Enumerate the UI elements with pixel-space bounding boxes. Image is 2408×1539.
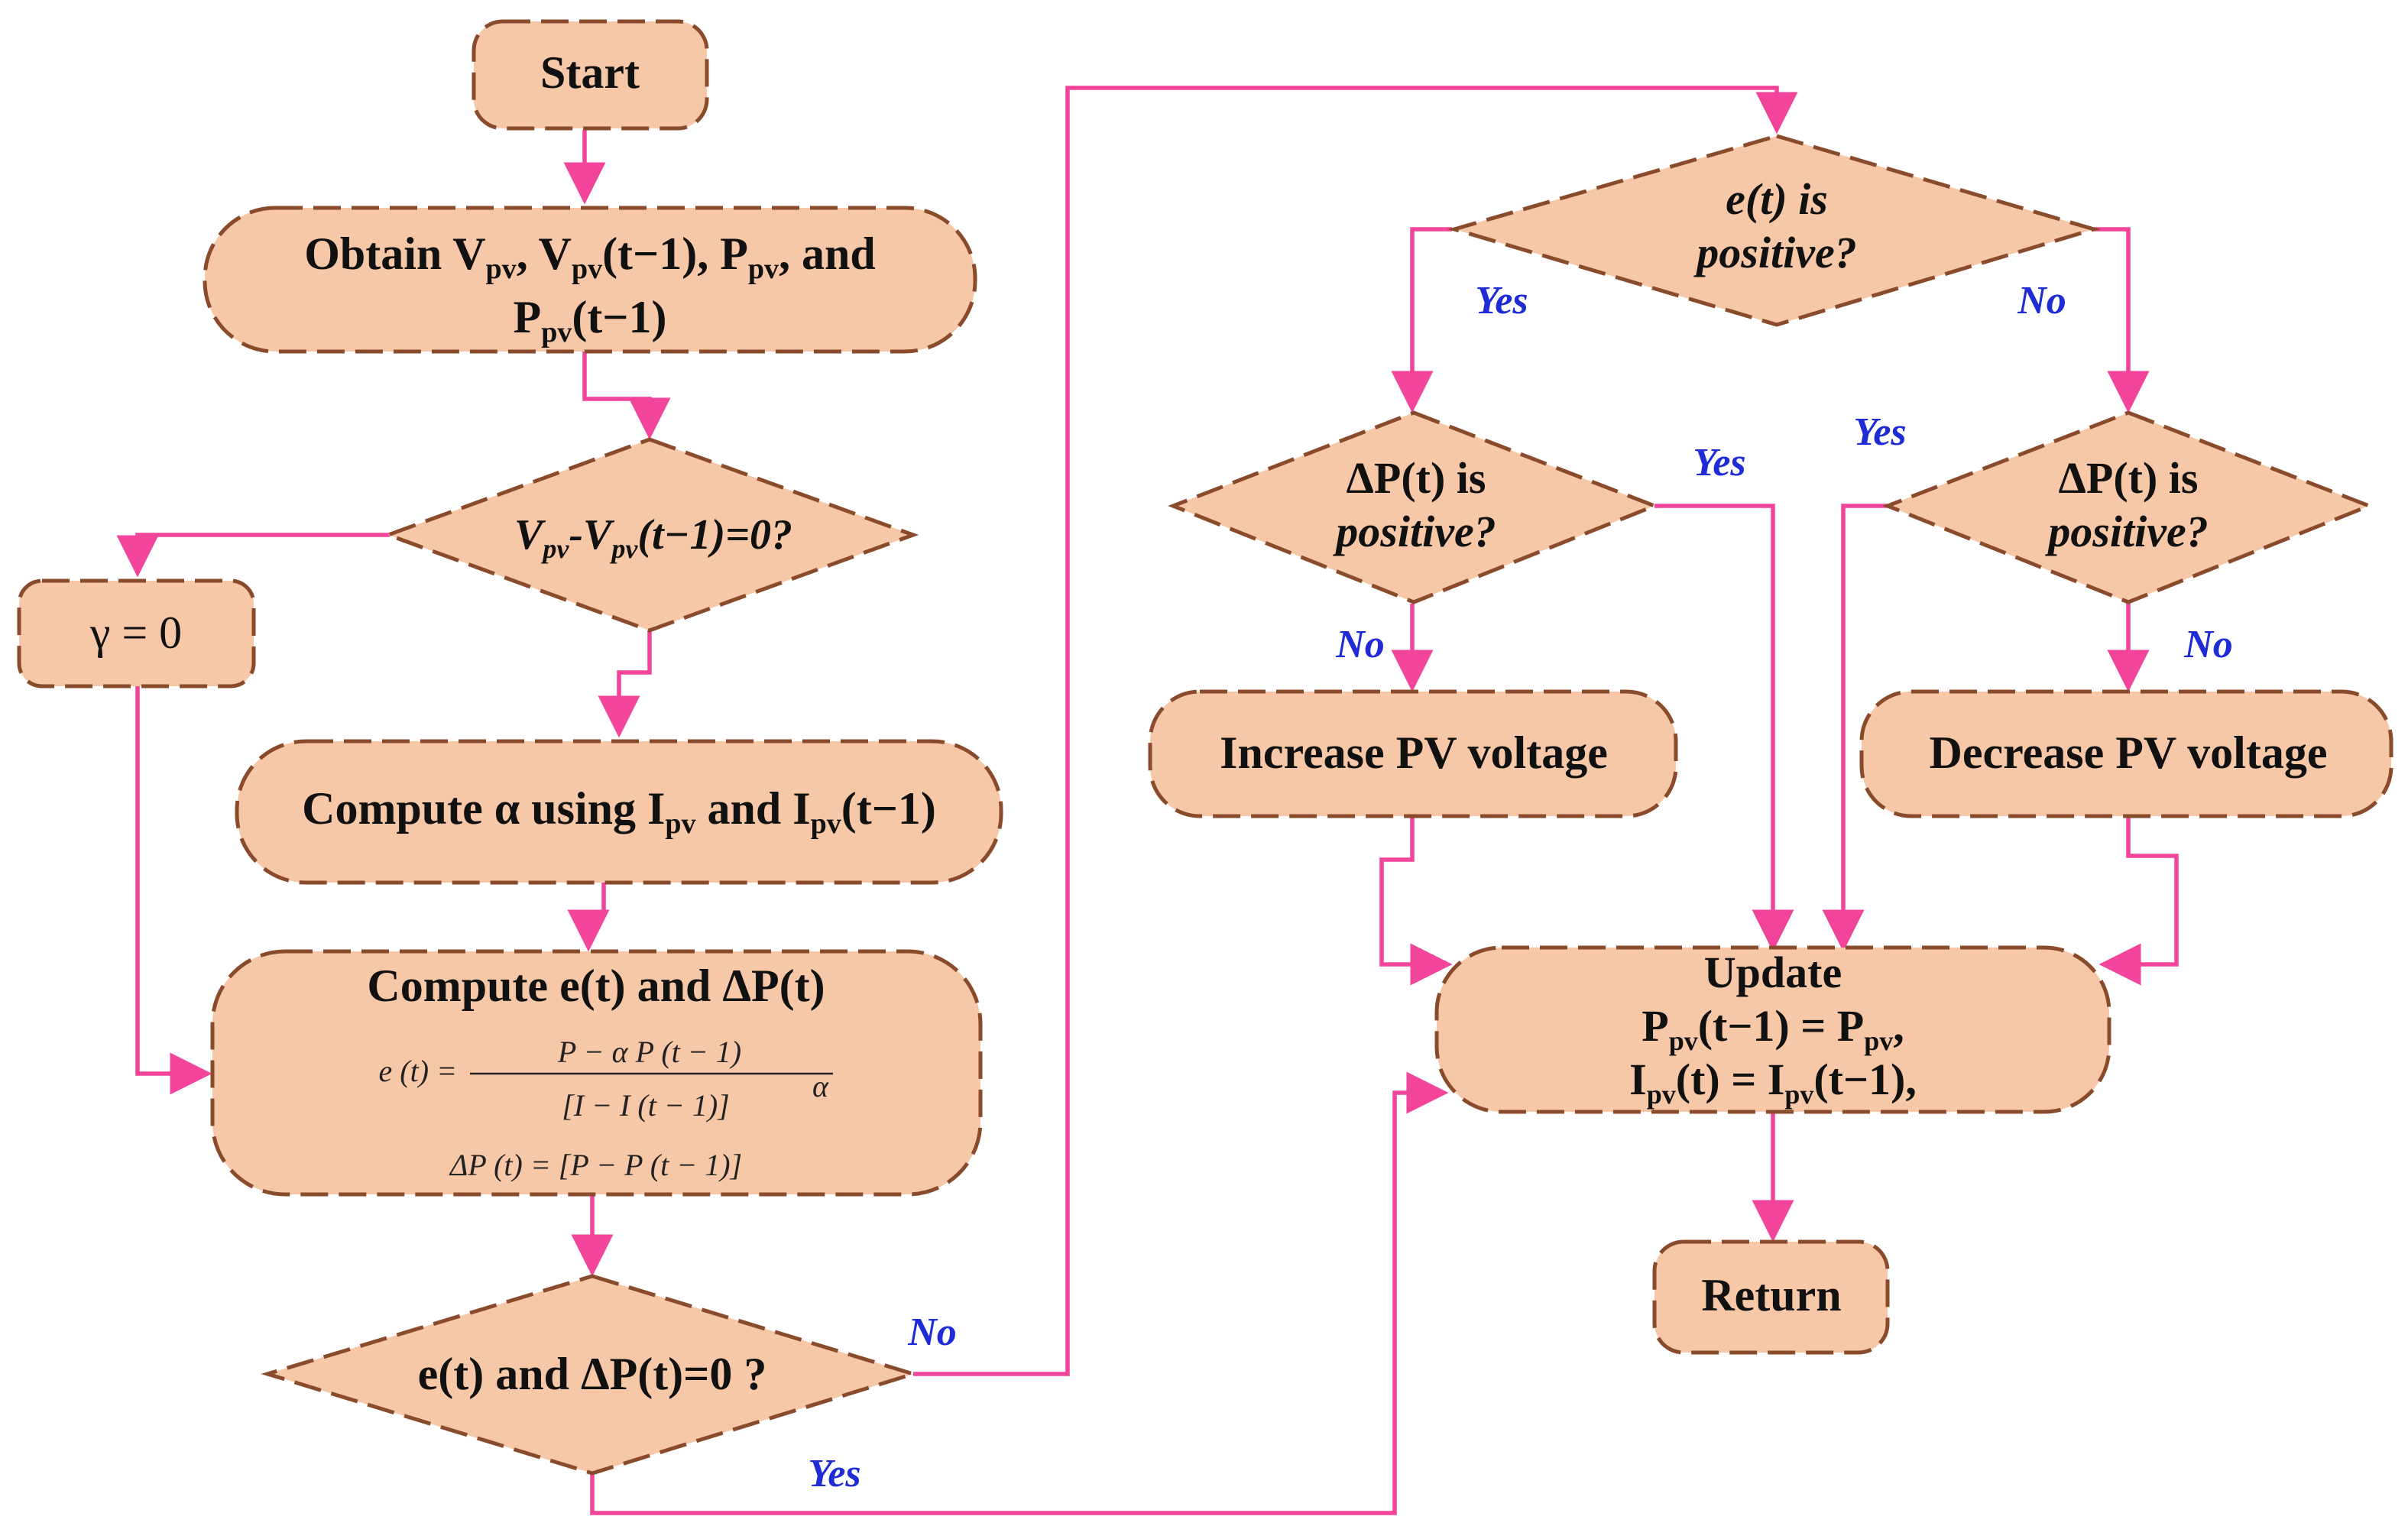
decrease-voltage-process xyxy=(1859,689,2393,818)
eq1-denominator: [I − I (t − 1)] xyxy=(562,1088,730,1123)
condition-dp-left-line1: ΔP(t) is xyxy=(1347,453,1486,503)
label-yes-dp-right: Yes xyxy=(1853,410,1906,454)
condition-zero-diamond xyxy=(261,1274,920,1476)
connectors xyxy=(116,86,2179,1515)
label-no-dp-left: No xyxy=(1335,623,1385,666)
eq1-lhs: e (t) = xyxy=(379,1054,458,1088)
condition-dp-right-line1: ΔP(t) is xyxy=(2059,453,2199,503)
update-process xyxy=(1434,945,2111,1114)
update-line3: Ipv(t) = Ipv(t−1), xyxy=(1629,1055,1917,1110)
label-no-e: No xyxy=(2017,279,2066,322)
label-yes-zero: Yes xyxy=(808,1452,860,1495)
obtain-line1: Obtain Vpv, Vpv(t−1), Ppv, and xyxy=(304,228,876,285)
arrow-conde-yes xyxy=(1391,227,1452,413)
condition-voltage-label: Vpv-Vpv(t−1)=0? xyxy=(514,511,792,564)
arrow-gamma-compute xyxy=(135,686,212,1095)
arrow-dpleft-yes xyxy=(1654,504,1794,952)
update-title: Update xyxy=(1704,948,1842,997)
condition-dp-right-line2: positive? xyxy=(2044,507,2208,556)
condition-zero-label: e(t) and ΔP(t)=0 ? xyxy=(418,1349,767,1399)
eq1-exponent: α xyxy=(812,1069,829,1103)
condition-dp-left-line2: positive? xyxy=(1332,507,1496,556)
arrow-condv-alpha xyxy=(598,630,652,738)
label-yes-dp-left: Yes xyxy=(1693,441,1745,484)
arrow-condzero-yes xyxy=(590,1071,1449,1515)
return-label: Return xyxy=(1701,1270,1841,1320)
increase-voltage-process xyxy=(1148,689,1678,818)
condition-dp-right-diamond xyxy=(1882,410,2374,604)
increase-label: Increase PV voltage xyxy=(1220,727,1608,778)
start-label: Start xyxy=(540,47,640,98)
arrow-obtain-condv xyxy=(582,352,671,440)
eq1-numerator: P − α P (t − 1) xyxy=(557,1035,741,1069)
start-terminal xyxy=(472,19,709,131)
condition-e-line1: e(t) is xyxy=(1726,174,1828,224)
arrow-decrease-update xyxy=(2098,818,2179,986)
label-no-dp-right: No xyxy=(2183,623,2233,666)
gamma-process xyxy=(17,578,256,688)
arrow-conde-no xyxy=(2094,227,2150,413)
arrow-increase-update xyxy=(1379,818,1453,986)
condition-dp-left-diamond xyxy=(1168,410,1660,604)
label-no-zero: No xyxy=(907,1311,957,1354)
condition-e-line2: positive? xyxy=(1693,228,1856,277)
condition-voltage-diamond xyxy=(382,437,919,633)
arrow-alpha-compute xyxy=(567,883,610,952)
update-line2: Ppv(t−1) = Ppv, xyxy=(1642,1001,1904,1056)
obtain-process xyxy=(203,206,977,354)
condition-e-diamond xyxy=(1447,134,2101,327)
arrow-dpright-yes xyxy=(1822,504,1888,952)
return-terminal xyxy=(1652,1239,1890,1355)
gamma-label: γ = 0 xyxy=(89,608,182,658)
alpha-label: Compute α using Ipv and Ipv(t−1) xyxy=(302,783,936,840)
compute-e-title: Compute e(t) and ΔP(t) xyxy=(367,961,825,1011)
label-yes-e: Yes xyxy=(1475,279,1528,322)
decrease-label: Decrease PV voltage xyxy=(1930,727,2328,778)
arrow-condzero-no xyxy=(913,86,1798,1376)
arrow-condv-gamma xyxy=(116,533,390,578)
obtain-line2: Ppv(t−1) xyxy=(514,292,667,348)
alpha-process xyxy=(235,739,1003,885)
eq2: ΔP (t) = [P − P (t − 1)] xyxy=(449,1148,742,1182)
